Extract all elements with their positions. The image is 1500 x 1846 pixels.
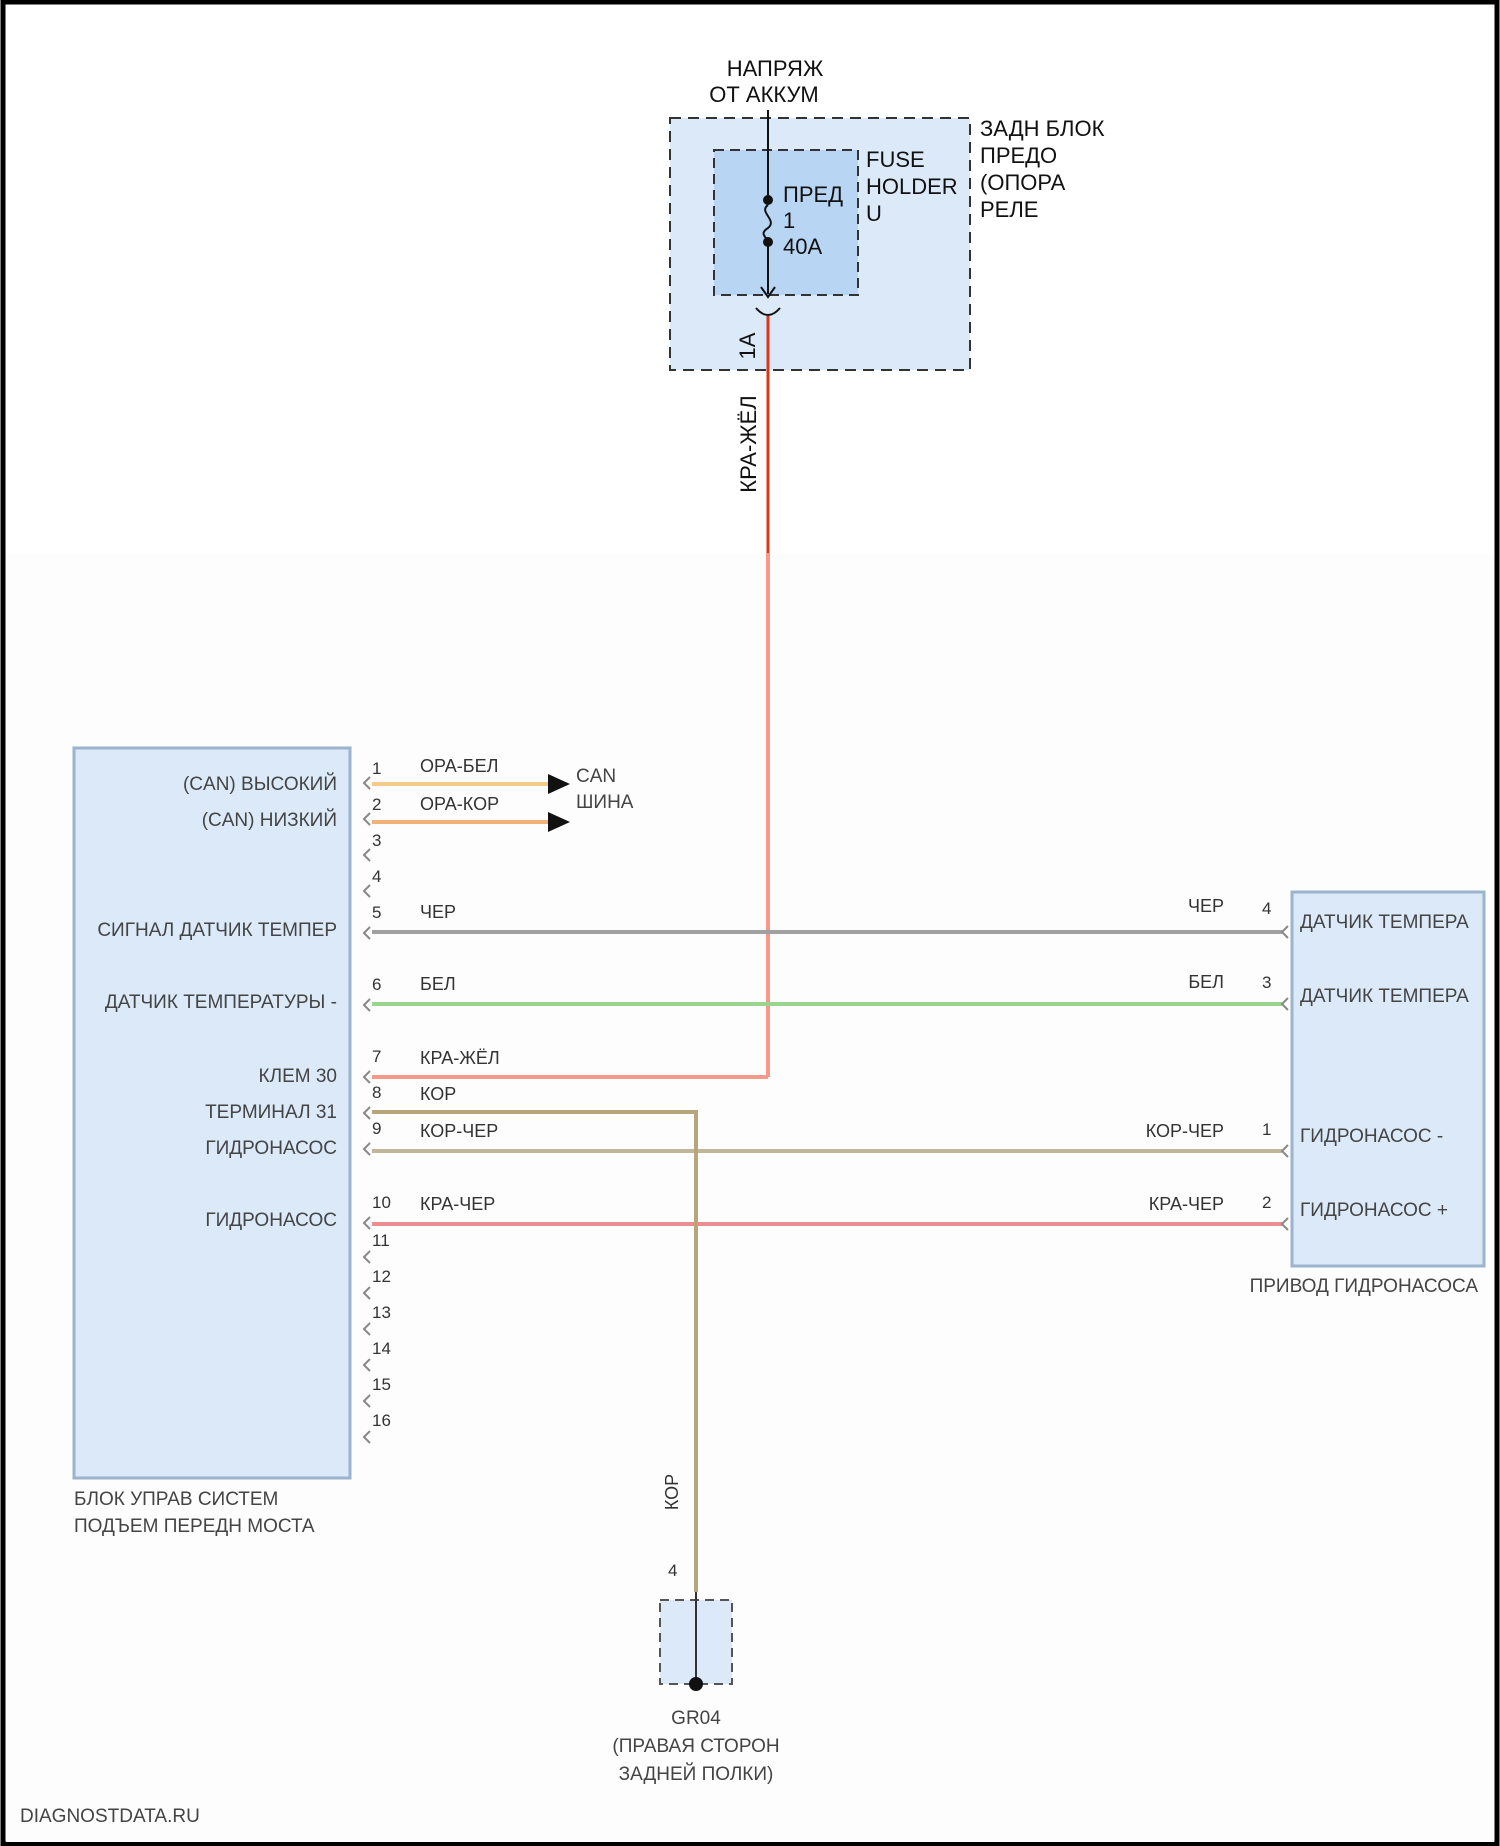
ground-name-2: (ПРАВАЯ СТОРОН	[612, 1736, 779, 1757]
ecu-pin-number: 4	[372, 867, 381, 886]
supply-label-1: НАПРЯЖ	[727, 56, 824, 81]
pump-pin-number: 4	[1262, 899, 1271, 918]
ecu-pin-label-temp-signal: СИГНАЛ ДАТЧИК ТЕМПЕР	[97, 920, 337, 941]
ecu-pin-label-temp-minus: ДАТЧИК ТЕМПЕРАТУРЫ -	[105, 992, 337, 1013]
fuse-label-1: ПРЕД	[783, 182, 843, 207]
relay-box-label-4: РЕЛЕ	[980, 197, 1038, 222]
relay-box-label-2: ПРЕДО	[980, 143, 1057, 168]
pump-pin-number: 2	[1262, 1193, 1271, 1212]
ecu-pin-number: 9	[372, 1119, 381, 1138]
pump-plus-wire-label-ecu: КРА-ЧЕР	[420, 1194, 495, 1214]
can-bus-label-1: CAN	[576, 766, 616, 787]
ecu-pin-number: 12	[372, 1267, 391, 1286]
pump-minus-wire-label-pump: КОР-ЧЕР	[1146, 1121, 1224, 1141]
temp-minus-wire-label-ecu: БЕЛ	[420, 974, 456, 994]
can-low-wire-label: ОРА-КОР	[420, 794, 499, 814]
pump-pin-label-temp-1: ДАТЧИК ТЕМПЕРА	[1300, 912, 1469, 933]
pump-minus-wire-label-ecu: КОР-ЧЕР	[420, 1121, 498, 1141]
ecu-name-1: БЛОК УПРАВ СИСТЕМ	[74, 1489, 278, 1510]
pump-drive-name: ПРИВОД ГИДРОНАСОСА	[1250, 1276, 1479, 1297]
ground-name-1: GR04	[671, 1708, 721, 1729]
fuse-label-2: 1	[783, 208, 795, 233]
ecu-pin-number: 5	[372, 903, 381, 922]
pump-plus-wire-label-pump: КРА-ЧЕР	[1149, 1194, 1224, 1214]
ecu-pin-number: 7	[372, 1047, 381, 1066]
connector-pin-label: 1A	[735, 332, 760, 359]
ecu-pin-number: 8	[372, 1083, 381, 1102]
temp-minus-wire-label-pump: БЕЛ	[1188, 972, 1224, 992]
ecu-pin-number: 6	[372, 975, 381, 994]
fuse-holder-label-1: FUSE	[866, 147, 925, 172]
ecu-pin-label-pump-2: ГИДРОНАСОС	[205, 1210, 337, 1231]
fuse-terminal-top	[763, 195, 773, 205]
fuse-label-3: 40A	[783, 234, 822, 259]
ecu-pin-label-can-low: (CAN) НИЗКИЙ	[202, 809, 337, 831]
ecu-pin-number: 3	[372, 831, 381, 850]
ground-pin-number: 4	[668, 1561, 677, 1580]
ground-point-icon	[689, 1677, 703, 1691]
ground-name-3: ЗАДНЕЙ ПОЛКИ)	[619, 1763, 774, 1785]
pump-pin-number: 3	[1262, 973, 1271, 992]
pump-pin-label-pump-plus: ГИДРОНАСОС +	[1300, 1200, 1448, 1221]
supply-label-2: ОТ АККУМ	[709, 82, 819, 107]
ecu-name-2: ПОДЪЕМ ПЕРЕДН МОСТА	[74, 1516, 315, 1537]
watermark: DIAGNOSTDATA.RU	[20, 1806, 200, 1827]
ecu-pin-label-term30: КЛЕМ 30	[259, 1066, 337, 1087]
ground-wire-label: КОР	[662, 1474, 682, 1510]
ecu-pin-number: 13	[372, 1303, 391, 1322]
pump-pin-number: 1	[1262, 1120, 1271, 1139]
relay-box-label-1: ЗАДН БЛОК	[980, 116, 1105, 141]
ecu-pin-number: 15	[372, 1375, 391, 1394]
ecu-pin-number: 14	[372, 1339, 391, 1358]
ecu-pin-label-pump-1: ГИДРОНАСОС	[205, 1138, 337, 1159]
ecu-pin-number: 1	[372, 759, 381, 778]
power-wire-label: КРА-ЖЁЛ	[736, 395, 761, 492]
temp-signal-wire-label-ecu: ЧЕР	[420, 902, 456, 922]
ecu-pin-number: 16	[372, 1411, 391, 1430]
ecu-pin-label-can-high: (CAN) ВЫСОКИЙ	[183, 773, 337, 795]
ecu-pin-number: 2	[372, 795, 381, 814]
ecu-pin-number: 10	[372, 1193, 391, 1212]
relay-box-label-3: (ОПОРА	[980, 170, 1066, 195]
ecu-pin-label-term31: ТЕРМИНАЛ 31	[205, 1102, 337, 1123]
ecu-pin-number: 11	[372, 1231, 390, 1250]
ground-wire-label-ecu: КОР	[420, 1084, 456, 1104]
power-wire-label-ecu: КРА-ЖЁЛ	[420, 1048, 500, 1068]
fuse-holder-label-3: U	[866, 201, 882, 226]
temp-signal-wire-label-pump: ЧЕР	[1188, 896, 1224, 916]
can-bus-label-2: ШИНА	[576, 792, 634, 813]
pump-pin-label-temp-2: ДАТЧИК ТЕМПЕРА	[1300, 986, 1469, 1007]
pump-pin-label-pump-minus: ГИДРОНАСОС -	[1300, 1126, 1443, 1147]
fuse-holder-label-2: HOLDER	[866, 174, 958, 199]
can-high-wire-label: ОРА-БЕЛ	[420, 756, 498, 776]
